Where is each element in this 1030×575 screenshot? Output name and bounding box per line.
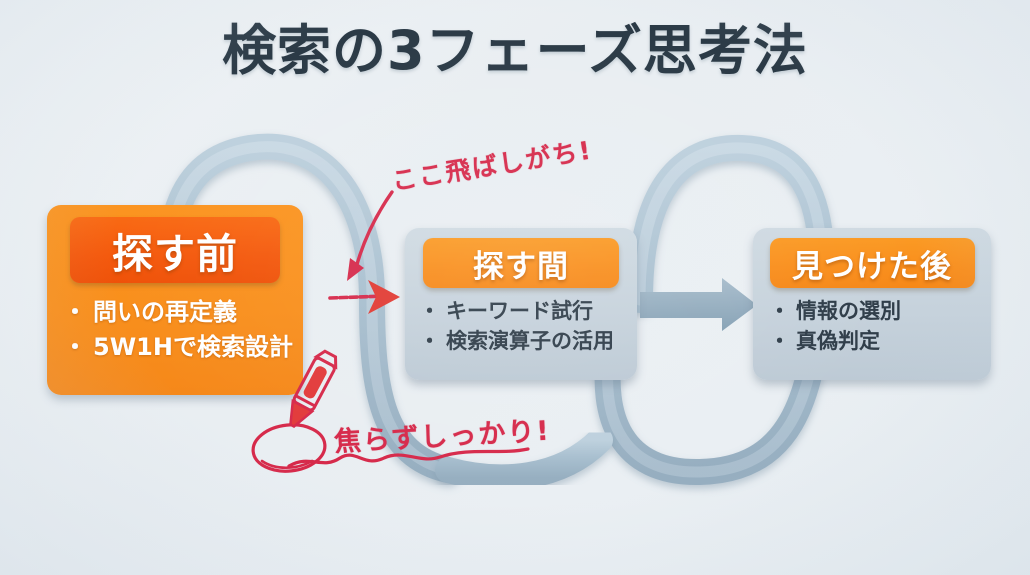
phase-bullets-during: ・ キーワード試行 ・ 検索演算子の活用	[419, 297, 637, 357]
bullet-marker: ・	[419, 328, 440, 353]
red-horizontal-arrow-icon	[328, 280, 400, 314]
bullet-text: 5W1Hで検索設計	[93, 332, 293, 361]
list-item: ・ 5W1Hで検索設計	[63, 330, 303, 365]
bullet-text: 問いの再定義	[93, 298, 237, 326]
phase-card-after[interactable]: 見つけた後 ・ 情報の選別 ・ 真偽判定	[753, 228, 991, 380]
list-item: ・ キーワード試行	[419, 297, 637, 327]
list-item: ・ 検索演算子の活用	[419, 327, 637, 357]
bullet-marker: ・	[769, 299, 790, 323]
phase-card-during[interactable]: 探す間 ・ キーワード試行 ・ 検索演算子の活用	[405, 228, 637, 380]
bullet-marker: ・	[769, 328, 790, 353]
red-curved-arrow-icon	[347, 190, 394, 281]
page-title: 検索の3フェーズ思考法	[222, 19, 808, 82]
gray-right-arrow-icon	[640, 278, 757, 331]
list-item: ・ 問いの再定義	[63, 295, 303, 330]
phase-heading-after: 見つけた後	[769, 238, 975, 288]
phase-card-pre[interactable]: 探す前 ・ 問いの再定義 ・ 5W1Hで検索設計	[47, 205, 303, 395]
list-item: ・ 真偽判定	[769, 327, 991, 357]
bullet-text: 情報の選別	[796, 299, 901, 323]
bullet-text: キーワード試行	[446, 299, 593, 323]
phase-heading-during: 探す間	[423, 238, 619, 288]
list-item: ・ 情報の選別	[769, 297, 991, 327]
bullet-marker: ・	[63, 298, 87, 326]
annotation-steady-text: 焦らずしっかり!	[333, 415, 552, 458]
bullet-marker: ・	[63, 332, 87, 361]
red-hand-drawn-circle	[251, 423, 327, 473]
bullet-marker: ・	[419, 299, 440, 323]
annotation-skip-text: ここ飛ばしがち!	[389, 135, 595, 196]
phase-bullets-after: ・ 情報の選別 ・ 真偽判定	[769, 297, 991, 357]
bullet-text: 真偽判定	[796, 328, 880, 353]
phase-bullets-pre: ・ 問いの再定義 ・ 5W1Hで検索設計	[63, 295, 303, 365]
bullet-text: 検索演算子の活用	[446, 328, 614, 353]
phase-heading-pre: 探す前	[70, 217, 280, 283]
